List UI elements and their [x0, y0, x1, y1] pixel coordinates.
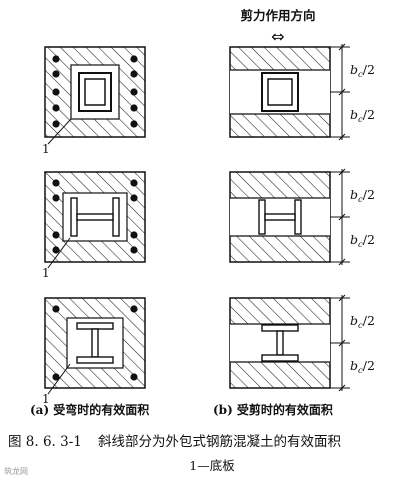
dimension-labels: bc/2 bc/2 bc/2 bc/2 bc/2 bc/2 — [350, 62, 375, 376]
base-plate-marker: 1 — [42, 142, 50, 156]
dim-label: bc/2 — [350, 313, 375, 331]
shear-box-section — [229, 46, 331, 138]
shear-h-section — [229, 171, 331, 263]
dimension-lines — [330, 43, 350, 392]
watermark: 筑龙网 — [4, 466, 28, 476]
dim-label: bc/2 — [350, 187, 375, 205]
base-plate-marker: 1 — [42, 266, 50, 280]
figure-number: 图 8. 6. 3-1 — [8, 434, 82, 450]
figure-legend: 1—底板 — [189, 458, 235, 473]
bending-i-section — [44, 297, 146, 395]
dim-label: bc/2 — [350, 232, 375, 250]
dim-label: bc/2 — [350, 358, 375, 376]
base-plate-marker: 1 — [42, 392, 50, 406]
shear-direction-arrow-icon: ⇔ — [271, 27, 284, 46]
dim-label: bc/2 — [350, 62, 375, 80]
caption-shear: (b) 受剪时的有效面积 — [213, 402, 333, 417]
caption-bending: (a) 受弯时的有效面积 — [30, 402, 149, 417]
dim-label: bc/2 — [350, 107, 375, 125]
shear-direction-label: 剪力作用方向 — [240, 8, 315, 23]
bending-box-section — [44, 46, 146, 145]
figure-title: 斜线部分为外包式钢筋混凝土的有效面积 — [98, 433, 341, 450]
shear-i-section — [229, 297, 331, 389]
bending-h-section — [44, 171, 146, 269]
